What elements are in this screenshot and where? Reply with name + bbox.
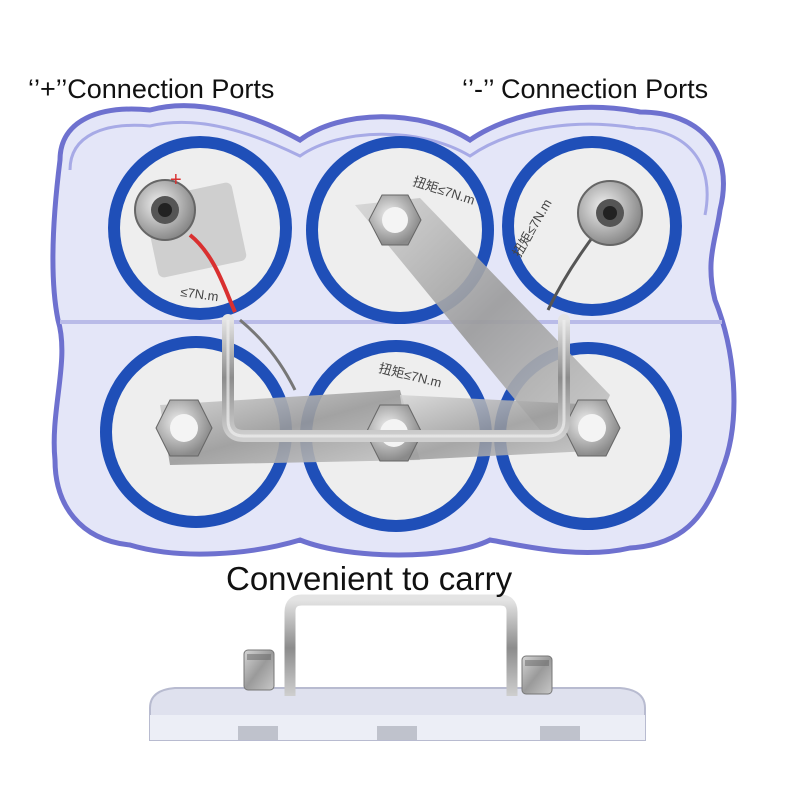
carry-caption: Convenient to carry <box>226 560 513 597</box>
terminal-post-left-side <box>243 649 275 691</box>
carry-handle-side-view <box>284 594 518 696</box>
torque-marking-left: ≤7N.m <box>180 284 220 304</box>
bus-bar-diagonal <box>355 198 610 440</box>
sense-wire-left <box>239 318 297 391</box>
bus-bar-right <box>400 395 610 460</box>
battery-side-view <box>149 594 646 741</box>
negative-terminal-post <box>577 180 643 246</box>
terminal-post-right-side <box>521 655 553 695</box>
red-wire <box>188 233 237 313</box>
positive-terminal-post <box>134 179 196 241</box>
positive-ports-label: ‘’+’’Connection Ports <box>28 74 275 104</box>
plus-sign-marking: + <box>170 169 182 191</box>
negative-ports-label: ‘’-’’ Connection Ports <box>462 74 709 104</box>
